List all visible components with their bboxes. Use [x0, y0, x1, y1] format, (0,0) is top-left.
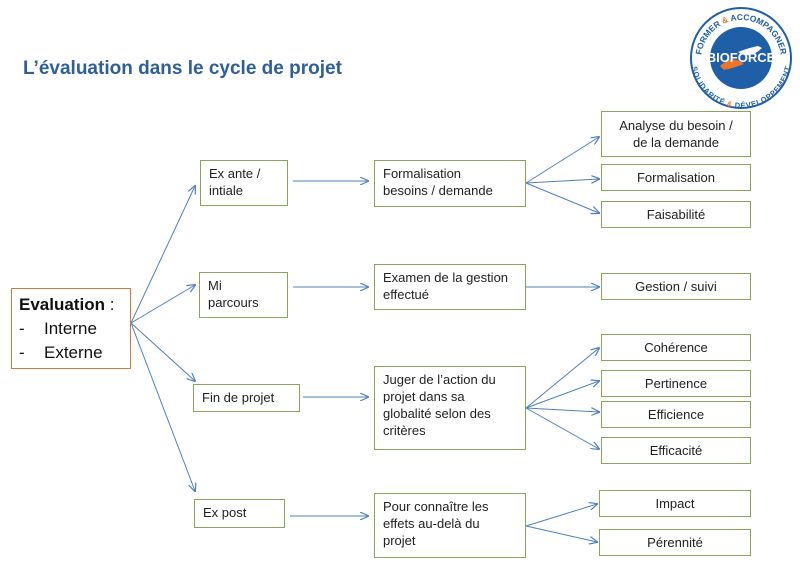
evaluation-title: Evaluation	[19, 295, 105, 314]
phase-ex-ante: Ex ante / intiale	[200, 160, 288, 206]
action-juger-action: Juger de l’action du projet dans sa glob…	[374, 366, 526, 450]
outcome-coherence: Cohérence	[601, 334, 751, 361]
outcome-gestion-suivi: Gestion / suivi	[601, 273, 751, 300]
outcome-pertinence: Pertinence	[601, 370, 751, 397]
outcome-efficacite: Efficacité	[601, 437, 751, 464]
arrow-to-pertinence	[525, 381, 599, 409]
arrow-to-impact	[525, 504, 597, 527]
hands-icon	[720, 59, 744, 70]
arrow-root-mi-parcours	[130, 285, 195, 324]
bioforce-logo: BIOFORCE FORMER & ACCOMPAGNER SOLIDARITÉ…	[690, 7, 792, 110]
arrow-to-coherence	[525, 348, 599, 409]
outcome-formalisation: Formalisation	[601, 164, 751, 191]
outcome-efficience: Efficience	[601, 401, 751, 428]
evaluation-item-interne: -Interne	[19, 319, 97, 338]
phase-ex-post: Ex post	[194, 499, 285, 528]
phase-fin-de-projet: Fin de projet	[193, 384, 300, 412]
arrow-to-formalisation	[525, 179, 599, 184]
outcome-faisabilite: Faisabilité	[601, 201, 751, 228]
arrow-to-perennite	[525, 525, 597, 542]
arrow-root-ex-ante	[130, 186, 195, 324]
arrow-root-ex-post	[130, 322, 195, 491]
action-formalisation-besoins: Formalisation besoins / demande	[374, 160, 526, 207]
arrow-to-efficacite	[525, 407, 599, 449]
arrow-to-analyse	[525, 137, 599, 184]
phase-mi-parcours: Mi parcours	[199, 272, 288, 318]
page-title: L’évaluation dans le cycle de projet	[23, 58, 342, 79]
arrow-root-fin-projet	[130, 322, 195, 381]
evaluation-box: Evaluation : -Interne -Externe	[11, 288, 131, 369]
outcome-impact: Impact	[599, 490, 751, 517]
logo-wordmark: BIOFORCE	[707, 50, 776, 65]
arrow-to-faisabilite	[525, 182, 599, 213]
outcome-perennite: Pérennité	[599, 529, 751, 556]
evaluation-item-externe: -Externe	[19, 343, 103, 362]
arrow-to-efficience	[525, 407, 599, 412]
outcome-analyse-besoin: Analyse du besoin / de la demande	[601, 111, 751, 157]
action-connaitre-effets: Pour connaître les effets au-delà du pro…	[374, 493, 526, 558]
action-examen-gestion: Examen de la gestion effectué	[374, 264, 526, 310]
